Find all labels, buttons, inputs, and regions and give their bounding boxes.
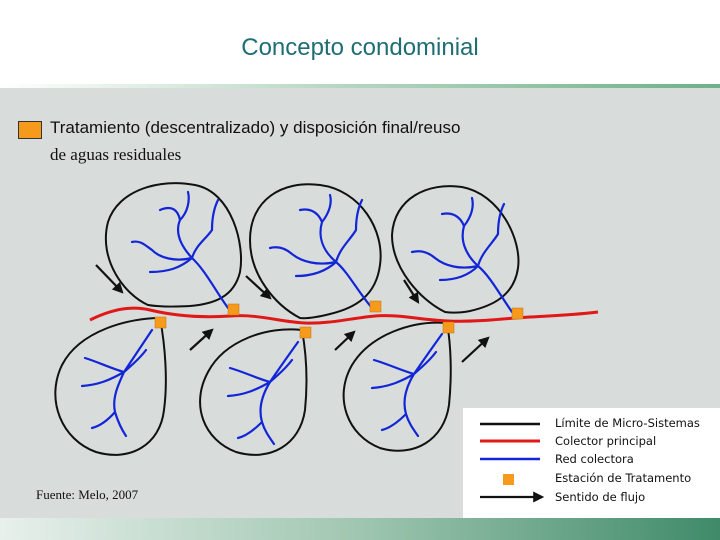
heading-line-1: Tratamiento (descentralizado) y disposic…: [50, 118, 461, 137]
treatment-station-6: [511, 307, 524, 320]
legend-label-boundary: Límite de Micro-Sistemas: [555, 416, 700, 430]
legend-label-network: Red colectora: [555, 452, 634, 466]
network-lower-3: [370, 332, 444, 438]
flow-arrow-4: [189, 328, 214, 351]
lower-boundary-3: [342, 321, 452, 452]
footer-bar: [0, 518, 720, 540]
title-divider: [0, 84, 720, 88]
treatment-station-4: [369, 300, 382, 313]
treatment-station-2: [227, 303, 240, 316]
legend-treatment-station-icon: [503, 474, 514, 485]
orange-square-bullet-icon: [18, 121, 42, 139]
flow-arrow-1: [95, 264, 124, 294]
page-title: Concepto condominial: [241, 34, 479, 61]
flow-arrow-5: [334, 330, 356, 351]
upper-boundary-1: [104, 182, 242, 308]
upper-boundary-2: [248, 183, 382, 320]
legend-label-treatment: Estación de Tratamento: [555, 471, 692, 485]
heading-line-2: de aguas residuales: [50, 145, 182, 164]
network-upper-3: [410, 196, 514, 314]
flow-arrow-2: [245, 275, 272, 300]
network-upper-1: [130, 190, 230, 310]
legend-label-flow: Sentido de flujo: [555, 490, 646, 504]
treatment-station-5: [442, 321, 455, 334]
legend: [463, 408, 720, 518]
network-lower-2: [226, 340, 300, 446]
lower-boundary-1: [54, 316, 167, 456]
upper-boundary-3: [390, 185, 520, 314]
source-note: Fuente: Melo, 2007: [36, 487, 139, 502]
legend-label-main-collector: Colector principal: [555, 434, 657, 448]
treatment-station-3: [299, 326, 312, 339]
lower-boundary-2: [199, 328, 308, 456]
flow-arrow-3: [403, 279, 420, 304]
network-upper-2: [268, 193, 374, 310]
network-lower-1: [80, 328, 154, 438]
flow-arrow-6: [461, 336, 490, 363]
treatment-station-1: [154, 316, 167, 329]
